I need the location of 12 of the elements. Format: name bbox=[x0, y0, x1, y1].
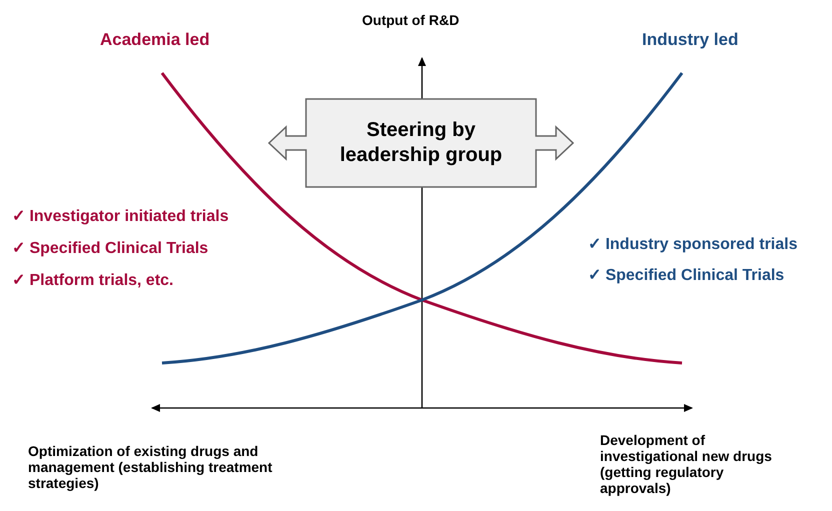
box-text: Steering by leadership group bbox=[338, 118, 504, 168]
curve-label: Industry led bbox=[642, 30, 738, 50]
double-arrow-box bbox=[268, 98, 574, 188]
axis-end-label: Optimization of existing drugs and management (establishing treatment strategies) bbox=[28, 443, 274, 492]
list-item: ✓ Specified Clinical Trials bbox=[588, 267, 784, 286]
list-item: ✓ Investigator initiated trials bbox=[12, 208, 229, 226]
list-item: ✓ Specified Clinical Trials bbox=[12, 240, 208, 258]
list-item: ✓ Platform trials, etc. bbox=[12, 272, 174, 290]
axis-end-label: Development of investigational new drugs (getting regulatory approvals) bbox=[600, 432, 773, 496]
curve-label: Academia led bbox=[100, 30, 210, 50]
list-item: ✓ Industry sponsored trials bbox=[588, 236, 798, 254]
axis-title: Output of R&D bbox=[362, 12, 460, 28]
